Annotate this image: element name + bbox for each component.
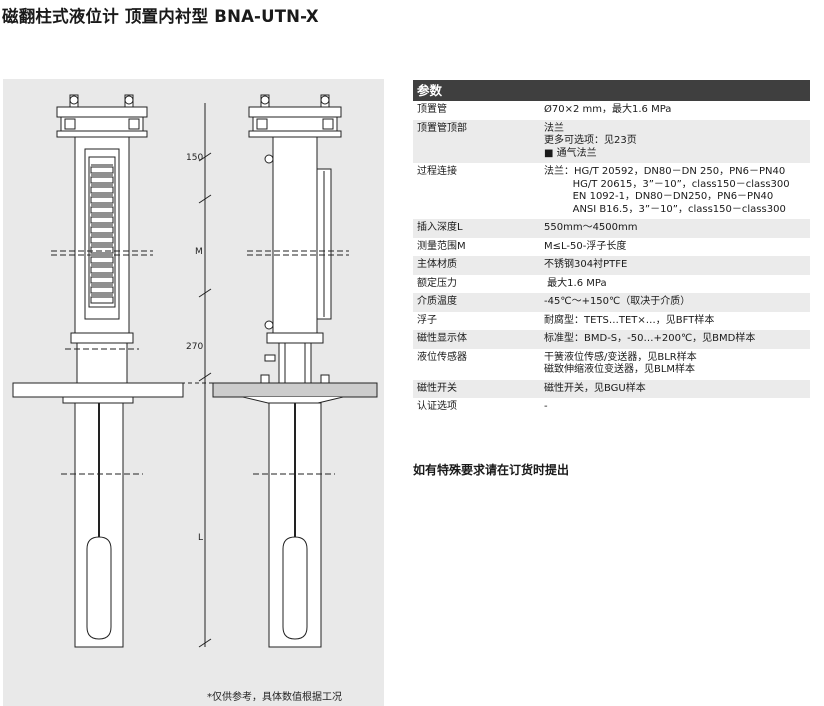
parameter-value-line: HG/T 20615，3”－10”，class150－class300 [544,178,790,190]
parameter-label: 顶置管顶部 [417,122,467,134]
parameter-value-line: 550mm～4500mm [544,222,638,233]
parameter-value: 标准型：BMD-S，-50…+200℃，见BMD样本 [544,333,810,346]
parameter-value-line: M≤L-50-浮子长度 [544,240,627,252]
parameter-value-line: 干簧液位传感/变送器，见BLR样本 [544,351,697,363]
parameter-value-line: -45℃～+150℃（取决于介质） [544,296,691,307]
parameter-row: 顶置管 Ø70×2 mm，最大1.6 MPa [413,101,810,120]
parameter-row: 磁性开关 磁性开关，见BGU样本 [413,379,810,398]
technical-drawing-panel: 150 M 270 L [3,79,384,706]
level-gauge-drawing [12,94,378,648]
parameter-value: - [544,401,810,414]
parameter-row: 浮子 耐腐型：TETS…TET×…，见BFT样本 [413,312,810,331]
parameter-label: 测量范围M [417,240,466,252]
parameter-value: M≤L-50-浮子长度 [544,241,810,254]
parameter-value-line: 耐腐型：TETS…TET×…，见BFT样本 [544,314,715,326]
special-request-note: 如有特殊要求请在订货时提出 [413,463,570,477]
parameter-value-line: ANSI B16.5，3”－10”，class150－class300 [544,203,786,215]
parameter-label: 液位传感器 [417,351,467,363]
parameter-value-line: 最大1.6 MPa [544,277,607,289]
parameter-label: 磁性开关 [417,382,457,394]
parameter-row: 过程连接 法兰：HG/T 20592，DN80－DN 250，PN6－PN40 H… [413,163,810,219]
parameter-value: 干簧液位传感/变送器，见BLR样本磁致伸缩液位变送器，见BLM样本 [544,352,810,377]
parameter-row: 测量范围M M≤L-50-浮子长度 [413,238,810,257]
parameter-row: 磁性显示体 标准型：BMD-S，-50…+200℃，见BMD样本 [413,330,810,349]
parameter-value-line: 法兰：HG/T 20592，DN80－DN 250，PN6－PN40 [544,166,786,177]
parameter-label: 顶置管 [417,104,447,115]
top-flange [56,106,148,118]
parameter-value-line: 法兰 [544,122,564,134]
parameter-value-line: EN 1092-1，DN80－DN250，PN6－PN40 [544,191,774,202]
parameter-row: 液位传感器 干簧液位传感/变送器，见BLR样本磁致伸缩液位变送器，见BLM样本 [413,349,810,380]
parameter-value: 550mm～4500mm [544,222,810,235]
parameter-value: 不锈钢304衬PTFE [544,259,810,272]
parameter-value-line: ■ 通气法兰 [544,147,597,159]
side-process-flange [212,382,378,398]
parameter-value: 耐腐型：TETS…TET×…，见BFT样本 [544,315,810,328]
page-title: 磁翻柱式液位计 顶置内衬型 BNA-UTN-X [2,7,319,26]
drawing-footnote: *仅供参考，具体数值根据工况 [207,692,342,703]
parameter-value: Ø70×2 mm，最大1.6 MPa [544,104,810,117]
parameters-rows: 顶置管 Ø70×2 mm，最大1.6 MPa 顶置管顶部 法兰更多可选项：见23页■ … [413,101,810,417]
parameter-label: 介质温度 [417,296,457,307]
parameter-label: 主体材质 [417,259,457,270]
process-flange [12,382,184,398]
parameter-value: 法兰：HG/T 20592，DN80－DN 250，PN6－PN40 HG/T … [544,166,810,216]
parameter-label: 额定压力 [417,277,457,289]
parameter-value-line: 磁致伸缩液位变送器，见BLM样本 [544,364,696,375]
dimension-270: 270 [186,342,204,352]
parameter-value-line: - [544,401,548,412]
dimension-m: M [195,247,203,257]
parameter-label: 磁性显示体 [417,333,467,344]
parameter-value-line: 标准型：BMD-S，-50…+200℃，见BMD样本 [544,333,756,344]
parameter-row: 主体材质 不锈钢304衬PTFE [413,256,810,275]
parameter-value-line: 不锈钢304衬PTFE [544,259,628,270]
parameter-row: 额定压力 最大1.6 MPa [413,275,810,294]
parameter-value: 法兰更多可选项：见23页■ 通气法兰 [544,123,810,161]
parameter-label: 过程连接 [417,166,457,177]
dimension-150: 150 [186,153,204,163]
parameters-header: 参数 [413,80,810,101]
parameter-label: 浮子 [417,314,437,326]
parameter-value: 最大1.6 MPa [544,278,810,291]
parameter-value-line: Ø70×2 mm，最大1.6 MPa [544,104,672,115]
parameter-label: 插入深度L [417,222,463,233]
parameter-value: 磁性开关，见BGU样本 [544,383,810,396]
side-tube [272,136,318,334]
parameter-row: 插入深度L 550mm～4500mm [413,219,810,238]
parameters-table: 参数 顶置管 Ø70×2 mm，最大1.6 MPa 顶置管顶部 法兰更多可选项：见23… [413,80,810,417]
parameter-row: 认证选项 - [413,398,810,417]
parameter-row: 介质温度 -45℃～+150℃（取决于介质） [413,293,810,312]
parameter-label: 认证选项 [417,401,457,412]
parameter-value: -45℃～+150℃（取决于介质） [544,296,810,309]
parameter-value-line: 更多可选项：见23页 [544,135,637,146]
parameter-row: 顶置管顶部 法兰更多可选项：见23页■ 通气法兰 [413,119,810,163]
dimension-l: L [198,533,204,543]
parameter-value-line: 磁性开关，见BGU样本 [544,382,646,394]
float [86,536,112,640]
